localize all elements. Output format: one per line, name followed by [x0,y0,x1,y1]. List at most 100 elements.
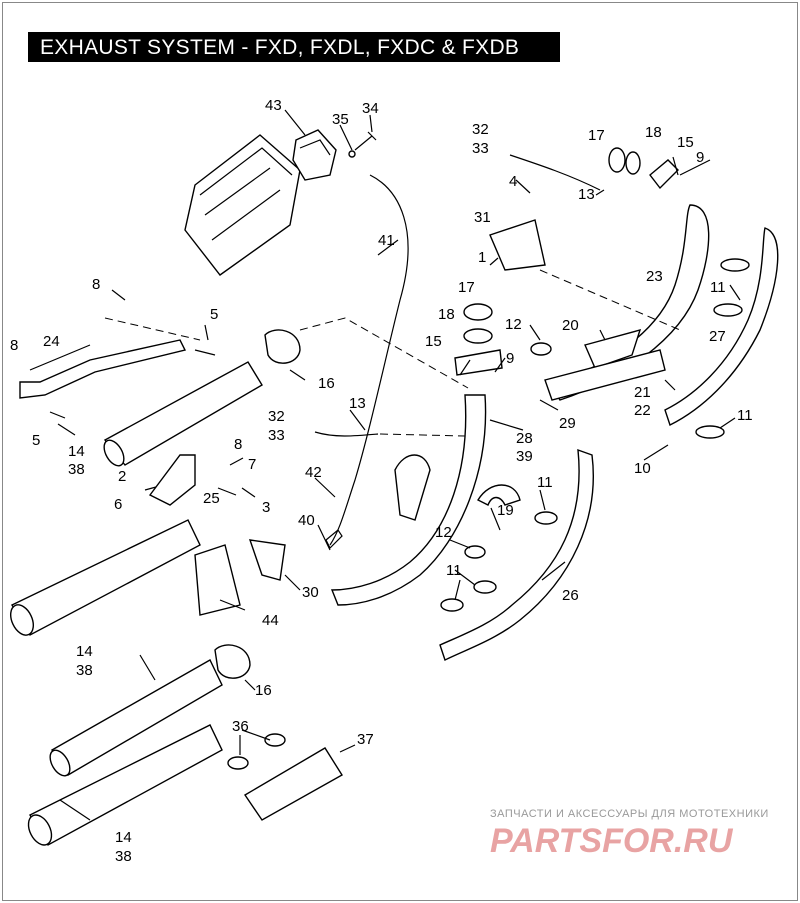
callout-26: 26 [562,587,579,604]
ecu-module [184,129,337,276]
callout-16-lower: 16 [255,682,272,699]
callout-44: 44 [262,612,279,629]
callout-11-lower: 11 [446,562,462,579]
hose-clamp-11f [440,598,464,612]
callout-8-lower: 8 [234,436,242,453]
callout-8-top: 8 [92,276,100,293]
callout-41: 41 [378,232,395,249]
callout-23: 23 [646,268,663,285]
o2-sensor-13a [509,154,601,191]
rear-pipe-21 [544,349,666,401]
hose-clamp-11d [534,511,558,525]
callout-12-lower: 12 [435,524,452,541]
callout-39: 39 [516,448,533,465]
callout-1: 1 [478,249,486,266]
bolt-5a [194,349,216,356]
callout-8-left: 8 [10,337,18,354]
callout-21: 21 [634,384,651,401]
hose-clamp-36a [227,756,249,770]
watermark-logo-text: PARTSFOR.RU [490,822,734,860]
muffler-upper-end [103,439,125,467]
callout-14-lower: 14 [115,829,132,846]
callout-38-lower: 38 [115,848,132,865]
rear-pipe-20 [584,328,642,369]
sensor-cable-41 [329,174,409,546]
heat-shield-27 [664,227,779,426]
assembly-line [104,317,201,341]
muffler-bottom [29,724,223,846]
callout-32-lower: 32 [268,408,285,425]
watermark-tagline: ЗАПЧАСТИ И АКСЕССУАРЫ ДЛЯ МОТОТЕХНИКИ [490,808,769,820]
callout-27: 27 [709,328,726,345]
callout-9-upper: 9 [696,149,704,166]
muffler-middle-end [9,604,35,636]
callout-36: 36 [232,718,249,735]
washer-35 [348,150,356,158]
flange-15b [454,349,503,376]
callout-7: 7 [248,456,256,473]
callout-3: 3 [262,499,270,516]
callout-14-upper: 14 [68,443,85,460]
callout-17-middle: 17 [458,279,475,296]
callout-38-middle: 38 [76,662,93,679]
clamp-30 [248,539,286,581]
assembly-line [379,433,466,437]
callout-28: 28 [516,430,533,447]
screw-34 [354,131,377,151]
hose-clamp-11c [695,425,725,439]
callout-32-upper: 32 [472,121,489,138]
callout-34: 34 [362,100,379,117]
callout-22: 22 [634,402,651,419]
callout-25: 25 [203,490,220,507]
callout-13-lower: 13 [349,395,366,412]
callout-6: 6 [114,496,122,513]
callout-42: 42 [305,464,322,481]
callout-40: 40 [298,512,315,529]
title-bar: EXHAUST SYSTEM - FXD, FXDL, FXDC & FXDB [28,32,560,62]
clamp-16-upper [264,329,301,364]
callout-18-middle: 18 [438,306,455,323]
diagram-title: EXHAUST SYSTEM - FXD, FXDL, FXDC & FXDB [40,36,520,59]
callout-30: 30 [302,584,319,601]
callout-15-upper: 15 [677,134,694,151]
callout-29: 29 [559,415,576,432]
callout-12-upper: 12 [505,316,522,333]
bolt-5b [49,411,66,419]
hose-clamp-12b [464,545,486,559]
callout-13-upper: 13 [578,186,595,203]
callout-11-right: 11 [737,407,753,424]
muffler-tip-37 [244,747,343,821]
flange-15a [649,159,679,190]
callout-20: 20 [562,317,579,334]
muffler-lower-end [49,749,71,777]
callout-24: 24 [43,333,60,350]
callout-38-upper: 38 [68,461,85,478]
bracket-44 [194,544,241,616]
callout-4: 4 [509,173,517,190]
callout-10: 10 [634,460,651,477]
callout-31: 31 [474,209,491,226]
callout-37: 37 [357,731,374,748]
callout-19: 19 [497,502,514,519]
header-pipe-26 [439,448,594,661]
assembly-line [299,317,469,389]
bracket-24 [19,339,187,399]
gasket-17a [608,147,626,173]
o2-sensor-13b [314,431,379,437]
callout-18-upper: 18 [645,124,662,141]
gasket-18a [625,151,641,175]
crossover-19 [477,484,521,506]
callout-35: 35 [332,111,349,128]
leader-line [29,109,741,821]
callout-11-middle: 11 [537,474,553,491]
callout-15-middle: 15 [425,333,442,350]
crossover-pipe [394,454,431,521]
header-pipe-28 [330,394,487,606]
callout-33-upper: 33 [472,140,489,157]
bracket-25 [148,454,196,506]
hose-clamp-11e [473,580,497,594]
callout-9-middle: 9 [506,350,514,367]
muffler-middle [11,519,201,636]
watermark-logo: PARTSFOR.RU [490,822,734,860]
